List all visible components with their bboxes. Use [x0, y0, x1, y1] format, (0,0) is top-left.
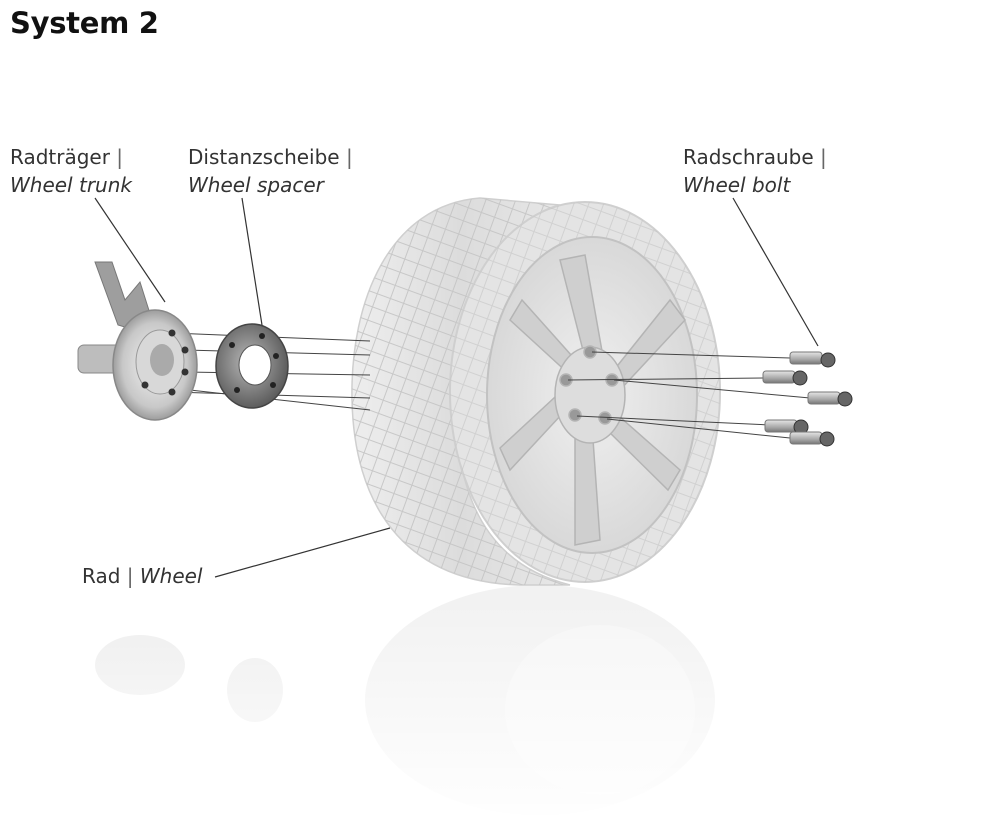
- wheel-bolt-2: [762, 370, 808, 386]
- label-separator: |: [120, 564, 140, 588]
- leader-wheel-trunk: [94, 197, 166, 303]
- leader-wheel-bolt: [732, 197, 819, 347]
- label-wheel-spacer-en: Wheel spacer: [188, 173, 324, 197]
- wheel-bolt-5: [789, 431, 835, 447]
- label-wheel-en: Wheel: [139, 564, 203, 588]
- label-separator: |: [109, 145, 124, 169]
- wheel-tire: [351, 197, 721, 586]
- label-wheel-trunk-de: Radträger: [10, 145, 110, 169]
- label-wheel-trunk: Radträger | Wheel trunk: [10, 143, 132, 199]
- wheel-rim: [499, 254, 686, 546]
- label-wheel: Rad | Wheel: [82, 562, 203, 590]
- label-wheel-de: Rad: [82, 564, 121, 588]
- label-wheel-bolt-de: Radschraube: [683, 145, 814, 169]
- wheel-bolt-1: [789, 351, 836, 368]
- label-wheel-trunk-en: Wheel trunk: [10, 173, 132, 197]
- diagram-title: System 2: [10, 6, 159, 40]
- leader-wheel: [214, 527, 391, 578]
- wheel-bolt-4: [764, 419, 809, 435]
- reflection-fade: [0, 600, 1000, 830]
- wheel-bolts: [762, 351, 853, 447]
- label-wheel-bolt-en: Wheel bolt: [683, 173, 791, 197]
- label-wheel-spacer-de: Distanzscheibe: [188, 145, 340, 169]
- label-separator: |: [813, 145, 827, 169]
- wheel-trunk-part: [77, 261, 198, 421]
- leader-lines: [94, 197, 819, 578]
- wheel-spacer-part: [215, 323, 289, 409]
- label-separator: |: [339, 145, 353, 169]
- label-wheel-spacer: Distanzscheibe | Wheel spacer: [188, 143, 353, 199]
- wheel-bolt-3: [807, 391, 853, 407]
- label-wheel-bolt: Radschraube | Wheel bolt: [683, 143, 827, 199]
- leader-wheel-spacer: [241, 197, 263, 326]
